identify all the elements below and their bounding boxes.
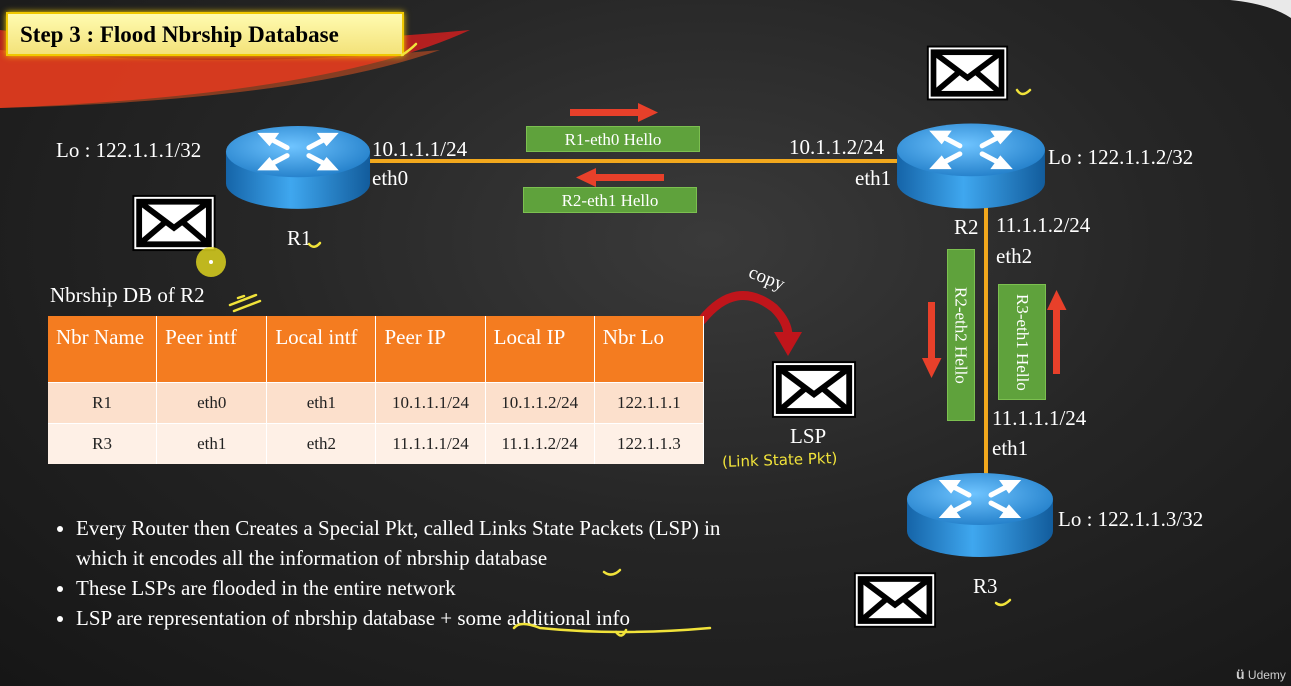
r3-eth1-ip: 11.1.1.1/24 <box>992 406 1087 430</box>
lsp-label: LSP <box>790 424 827 448</box>
bullet-item: Every Router then Creates a Special Pkt,… <box>76 513 876 573</box>
th-nbr-name: Nbr Name <box>48 316 158 383</box>
hello-r1-eth0: R1-eth0 Hello <box>526 126 700 152</box>
th-local-ip: Local IP <box>485 316 595 383</box>
link-r1-r2 <box>360 159 920 163</box>
cell: R1 <box>48 382 158 424</box>
curved-arrow-icon <box>697 291 802 356</box>
r2-name: R2 <box>954 215 979 239</box>
r1-loopback: Lo : 122.1.1.1/32 <box>56 138 202 162</box>
hello-r3-eth1: R3-eth1 Hello <box>998 284 1046 400</box>
r1-eth0-ip: 10.1.1.1/24 <box>372 137 468 161</box>
bullet-list: Every Router then Creates a Special Pkt,… <box>40 513 876 633</box>
th-local-intf: Local intf <box>266 316 377 383</box>
cell: 10.1.1.1/24 <box>375 382 486 424</box>
cell: R3 <box>48 423 158 464</box>
udemy-icon: ü <box>1236 666 1245 682</box>
r3-name: R3 <box>973 574 998 598</box>
cell: 122.1.1.3 <box>594 423 705 464</box>
cell: 11.1.1.1/24 <box>375 423 486 464</box>
arrow-right-icon <box>570 103 658 122</box>
udemy-logo: ü Udemy <box>1236 666 1286 682</box>
cell: eth0 <box>156 382 268 424</box>
cell: 11.1.1.2/24 <box>485 423 595 464</box>
corner-swoosh <box>1230 0 1291 18</box>
r2-loopback: Lo : 122.1.1.2/32 <box>1048 145 1194 169</box>
arrow-down-icon <box>922 302 942 378</box>
bullet-1-line2: which it encodes all the information of … <box>76 546 548 570</box>
r2-eth1-ip: 10.1.1.2/24 <box>789 135 885 159</box>
th-nbr-lo: Nbr Lo <box>594 316 705 383</box>
r2-eth2-ip: 11.1.1.2/24 <box>996 213 1091 237</box>
cell: 10.1.1.2/24 <box>485 382 595 424</box>
r3-loopback: Lo : 122.1.1.3/32 <box>1058 507 1204 531</box>
r2-eth1-label: eth1 <box>855 166 892 190</box>
hello-r2-eth2: R2-eth2 Hello <box>947 249 975 421</box>
r1-eth0-label: eth0 <box>372 166 409 190</box>
cell: eth1 <box>156 423 268 464</box>
arrow-left-icon <box>576 168 664 187</box>
r2-eth2-label: eth2 <box>996 244 1033 268</box>
nbrship-table: Nbr Name Peer intf Local intf Peer IP Lo… <box>48 316 705 464</box>
bullet-item: These LSPs are flooded in the entire net… <box>76 573 876 603</box>
table-header-row: Nbr Name Peer intf Local intf Peer IP Lo… <box>48 316 705 383</box>
hello-r2-eth1: R2-eth1 Hello <box>523 187 697 213</box>
th-peer-ip: Peer IP <box>375 316 486 383</box>
table-row: R1 eth0 eth1 10.1.1.1/24 10.1.1.2/24 122… <box>48 382 705 424</box>
cursor-highlight <box>196 247 226 277</box>
cell: eth1 <box>266 382 377 424</box>
arrow-up-icon <box>1047 290 1067 374</box>
r3-eth1-label: eth1 <box>992 436 1029 460</box>
cell: 122.1.1.1 <box>594 382 705 424</box>
table-row: R3 eth1 eth2 11.1.1.1/24 11.1.1.2/24 122… <box>48 423 705 464</box>
cell: eth2 <box>266 423 377 464</box>
th-peer-intf: Peer intf <box>156 316 268 383</box>
slide-title: Step 3 : Flood Nbrship Database <box>6 12 404 56</box>
table-caption: Nbrship DB of R2 <box>50 283 205 307</box>
watermark-text: Udemy <box>1247 668 1286 682</box>
r1-name: R1 <box>287 226 312 250</box>
bullet-1-line1: Every Router then Creates a Special Pkt,… <box>76 516 721 540</box>
link-r2-r3 <box>984 200 988 500</box>
